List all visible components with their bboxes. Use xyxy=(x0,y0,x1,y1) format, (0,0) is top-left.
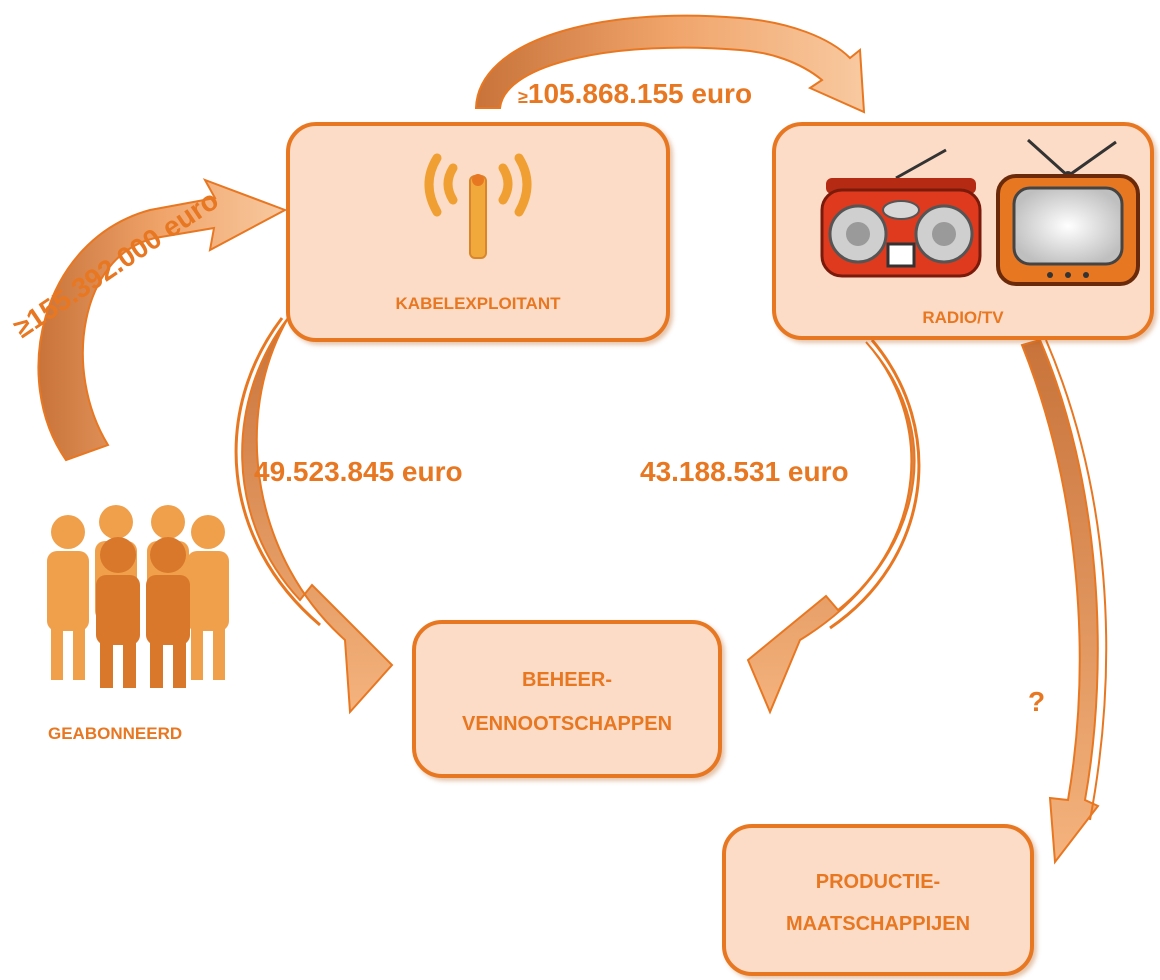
subscribers-label: GEABONNEERD xyxy=(48,724,183,743)
amount-cable-to-radio-value: 105.868.155 euro xyxy=(527,78,753,109)
amount-radio-to-production: ? xyxy=(1028,686,1046,717)
management-companies-box: BEHEER- VENNOOTSCHAPPEN xyxy=(412,620,722,778)
amount-radio-to-management: 43.188.531 euro xyxy=(640,456,849,487)
arrow-radio-to-management xyxy=(746,339,921,715)
people-icon-front xyxy=(96,537,190,688)
arrow-subscribers-to-cable xyxy=(37,178,288,462)
arrow-cable-to-management xyxy=(234,317,394,715)
arrow-cable-to-radio xyxy=(474,14,866,114)
amount-cable-to-radio-prefix: ≥ xyxy=(518,87,528,107)
cable-operator-label: KABELEXPLOITANT xyxy=(395,294,561,313)
cable-operator-box: KABELEXPLOITANT xyxy=(286,122,670,342)
antenna-icon xyxy=(424,153,532,259)
amount-cable-to-radio: ≥105.868.155 euro xyxy=(518,78,752,110)
amount-cable-to-management: 49.523.845 euro xyxy=(254,456,463,487)
production-companies-line2: MAATSCHAPPIJEN xyxy=(785,913,971,935)
radio-tv-box: RADIO/TV xyxy=(772,122,1154,340)
management-companies-line2: VENNOOTSCHAPPEN xyxy=(461,713,673,735)
production-companies-box: PRODUCTIE- MAATSCHAPPIJEN xyxy=(722,824,1034,976)
management-companies-line1: BEHEER- xyxy=(521,669,612,691)
production-companies-line1: PRODUCTIE- xyxy=(815,871,941,893)
arrow-radio-to-production xyxy=(1020,338,1108,865)
tv-icon xyxy=(996,138,1140,286)
radio-tv-label: RADIO/TV xyxy=(922,308,1004,327)
radio-icon xyxy=(820,148,982,278)
